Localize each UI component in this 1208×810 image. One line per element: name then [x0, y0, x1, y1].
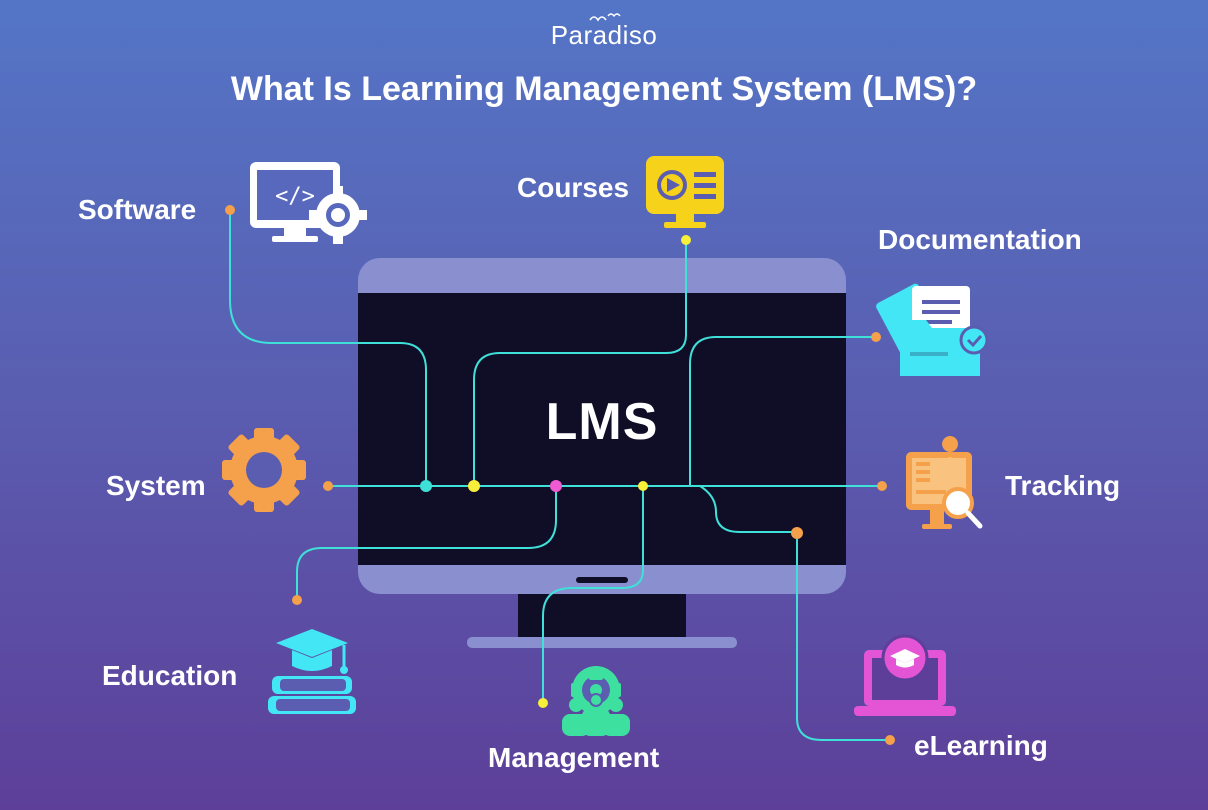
lms-center-label: LMS	[545, 393, 659, 451]
brand-name: Paradiso	[550, 20, 658, 50]
graduation-books-icon	[268, 629, 356, 714]
brand-logo: Paradiso	[0, 20, 1208, 51]
birds-icon	[589, 13, 621, 22]
svg-text:</>: </>	[275, 184, 315, 209]
node-label-courses: Courses	[517, 172, 630, 203]
connector-lines	[229, 210, 890, 741]
node-label-tracking: Tracking	[1005, 470, 1121, 501]
node-label-software: Software	[78, 194, 197, 225]
team-gear-icon	[562, 666, 630, 736]
node-label-elearning: eLearning	[914, 730, 1048, 761]
node-label-education: Education	[102, 660, 238, 691]
laptop-graduation-icon	[854, 634, 956, 716]
video-course-icon	[646, 156, 724, 228]
node-label-management: Management	[488, 742, 660, 773]
document-folder-icon	[876, 283, 989, 376]
tracking-monitor-icon	[906, 436, 983, 529]
monitor-icon	[358, 258, 846, 648]
computer-gear-icon: </>	[250, 162, 367, 244]
node-label-documentation: Documentation	[878, 224, 1082, 255]
connector-dots	[225, 205, 895, 745]
page-title: What Is Learning Management System (LMS)…	[230, 70, 978, 108]
node-label-system: System	[106, 470, 206, 501]
gear-icon	[222, 428, 306, 512]
